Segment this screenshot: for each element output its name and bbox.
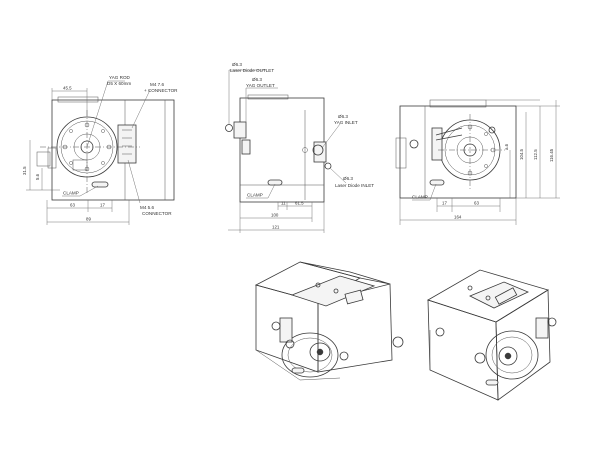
rear-body-outline bbox=[399, 105, 517, 199]
side-label-yag-inlet: YAG INLET bbox=[334, 120, 358, 125]
rear-dim-v4: a.6 bbox=[504, 143, 509, 150]
front-dim-bottom-a: 63 bbox=[70, 203, 75, 208]
front-dim-bottom-b: 17 bbox=[100, 203, 105, 208]
side-dim-b: 61.5 bbox=[295, 201, 304, 206]
front-body-outline bbox=[51, 99, 175, 201]
side-label-laser-outlet: Laser Diode OUTLET bbox=[230, 68, 274, 73]
side-label-outlet-d2: Ø6.3 bbox=[252, 77, 262, 82]
side-label-inlet-d1: Ø6.3 bbox=[338, 114, 348, 119]
side-dim-c: 100 bbox=[271, 213, 279, 218]
rear-dim-v3: 104.5 bbox=[519, 148, 524, 160]
side-label-clamp: CLAMP bbox=[247, 193, 263, 198]
front-label-connector-top: + CONNECTOR bbox=[144, 88, 178, 93]
rear-dim-b: 63 bbox=[474, 201, 479, 206]
front-label-yag-rod: YAG ROD bbox=[109, 75, 131, 80]
isometric-view-front bbox=[254, 261, 404, 381]
front-dim-side-b: 5.6 bbox=[35, 173, 40, 180]
rear-dim-v2: 112.5 bbox=[533, 149, 538, 160]
side-label-inlet-d2: Ø6.3 bbox=[343, 176, 353, 181]
side-dim-overall: 121 bbox=[272, 225, 280, 230]
side-label-outlet-d1: Ø6.3 bbox=[232, 62, 242, 67]
isometric-view-rear bbox=[427, 269, 557, 401]
rear-dim-a: 17 bbox=[442, 201, 447, 206]
front-label-clamp: CLAMP bbox=[63, 191, 79, 196]
side-dim-a: 11 bbox=[281, 201, 286, 206]
side-label-laser-inlet: Laser Diode INLET bbox=[335, 183, 374, 188]
rear-dim-v1: 116.45 bbox=[549, 148, 554, 162]
rear-label-clamp: CLAMP bbox=[412, 195, 428, 200]
rear-dim-overall: 164 bbox=[454, 215, 462, 220]
front-label-m4-bottom: M4 5.6 bbox=[140, 205, 154, 210]
front-label-m4-top: M4 7.6 bbox=[150, 82, 164, 87]
front-view: 45.5 YAG ROD D5 X 60mm M4 7.6 + CONNECTO… bbox=[22, 75, 178, 225]
front-dim-overall: 89 bbox=[86, 217, 91, 222]
side-body-outline bbox=[239, 97, 325, 203]
front-label-yag-rod-size: D5 X 60mm bbox=[107, 81, 131, 86]
front-dim-top: 45.5 bbox=[63, 86, 72, 91]
side-label-yag-outlet: YAG OUTLET bbox=[246, 83, 275, 88]
front-dim-side-a: 31.5 bbox=[22, 166, 27, 175]
front-label-connector-bottom: CONNECTOR bbox=[142, 211, 172, 216]
rear-view: CLAMP 17 63 164 116.45 112.5 104.5 a.6 bbox=[395, 99, 560, 225]
side-view: Ø6.3 Laser Diode OUTLET Ø6.3 YAG OUTLET … bbox=[225, 62, 374, 233]
